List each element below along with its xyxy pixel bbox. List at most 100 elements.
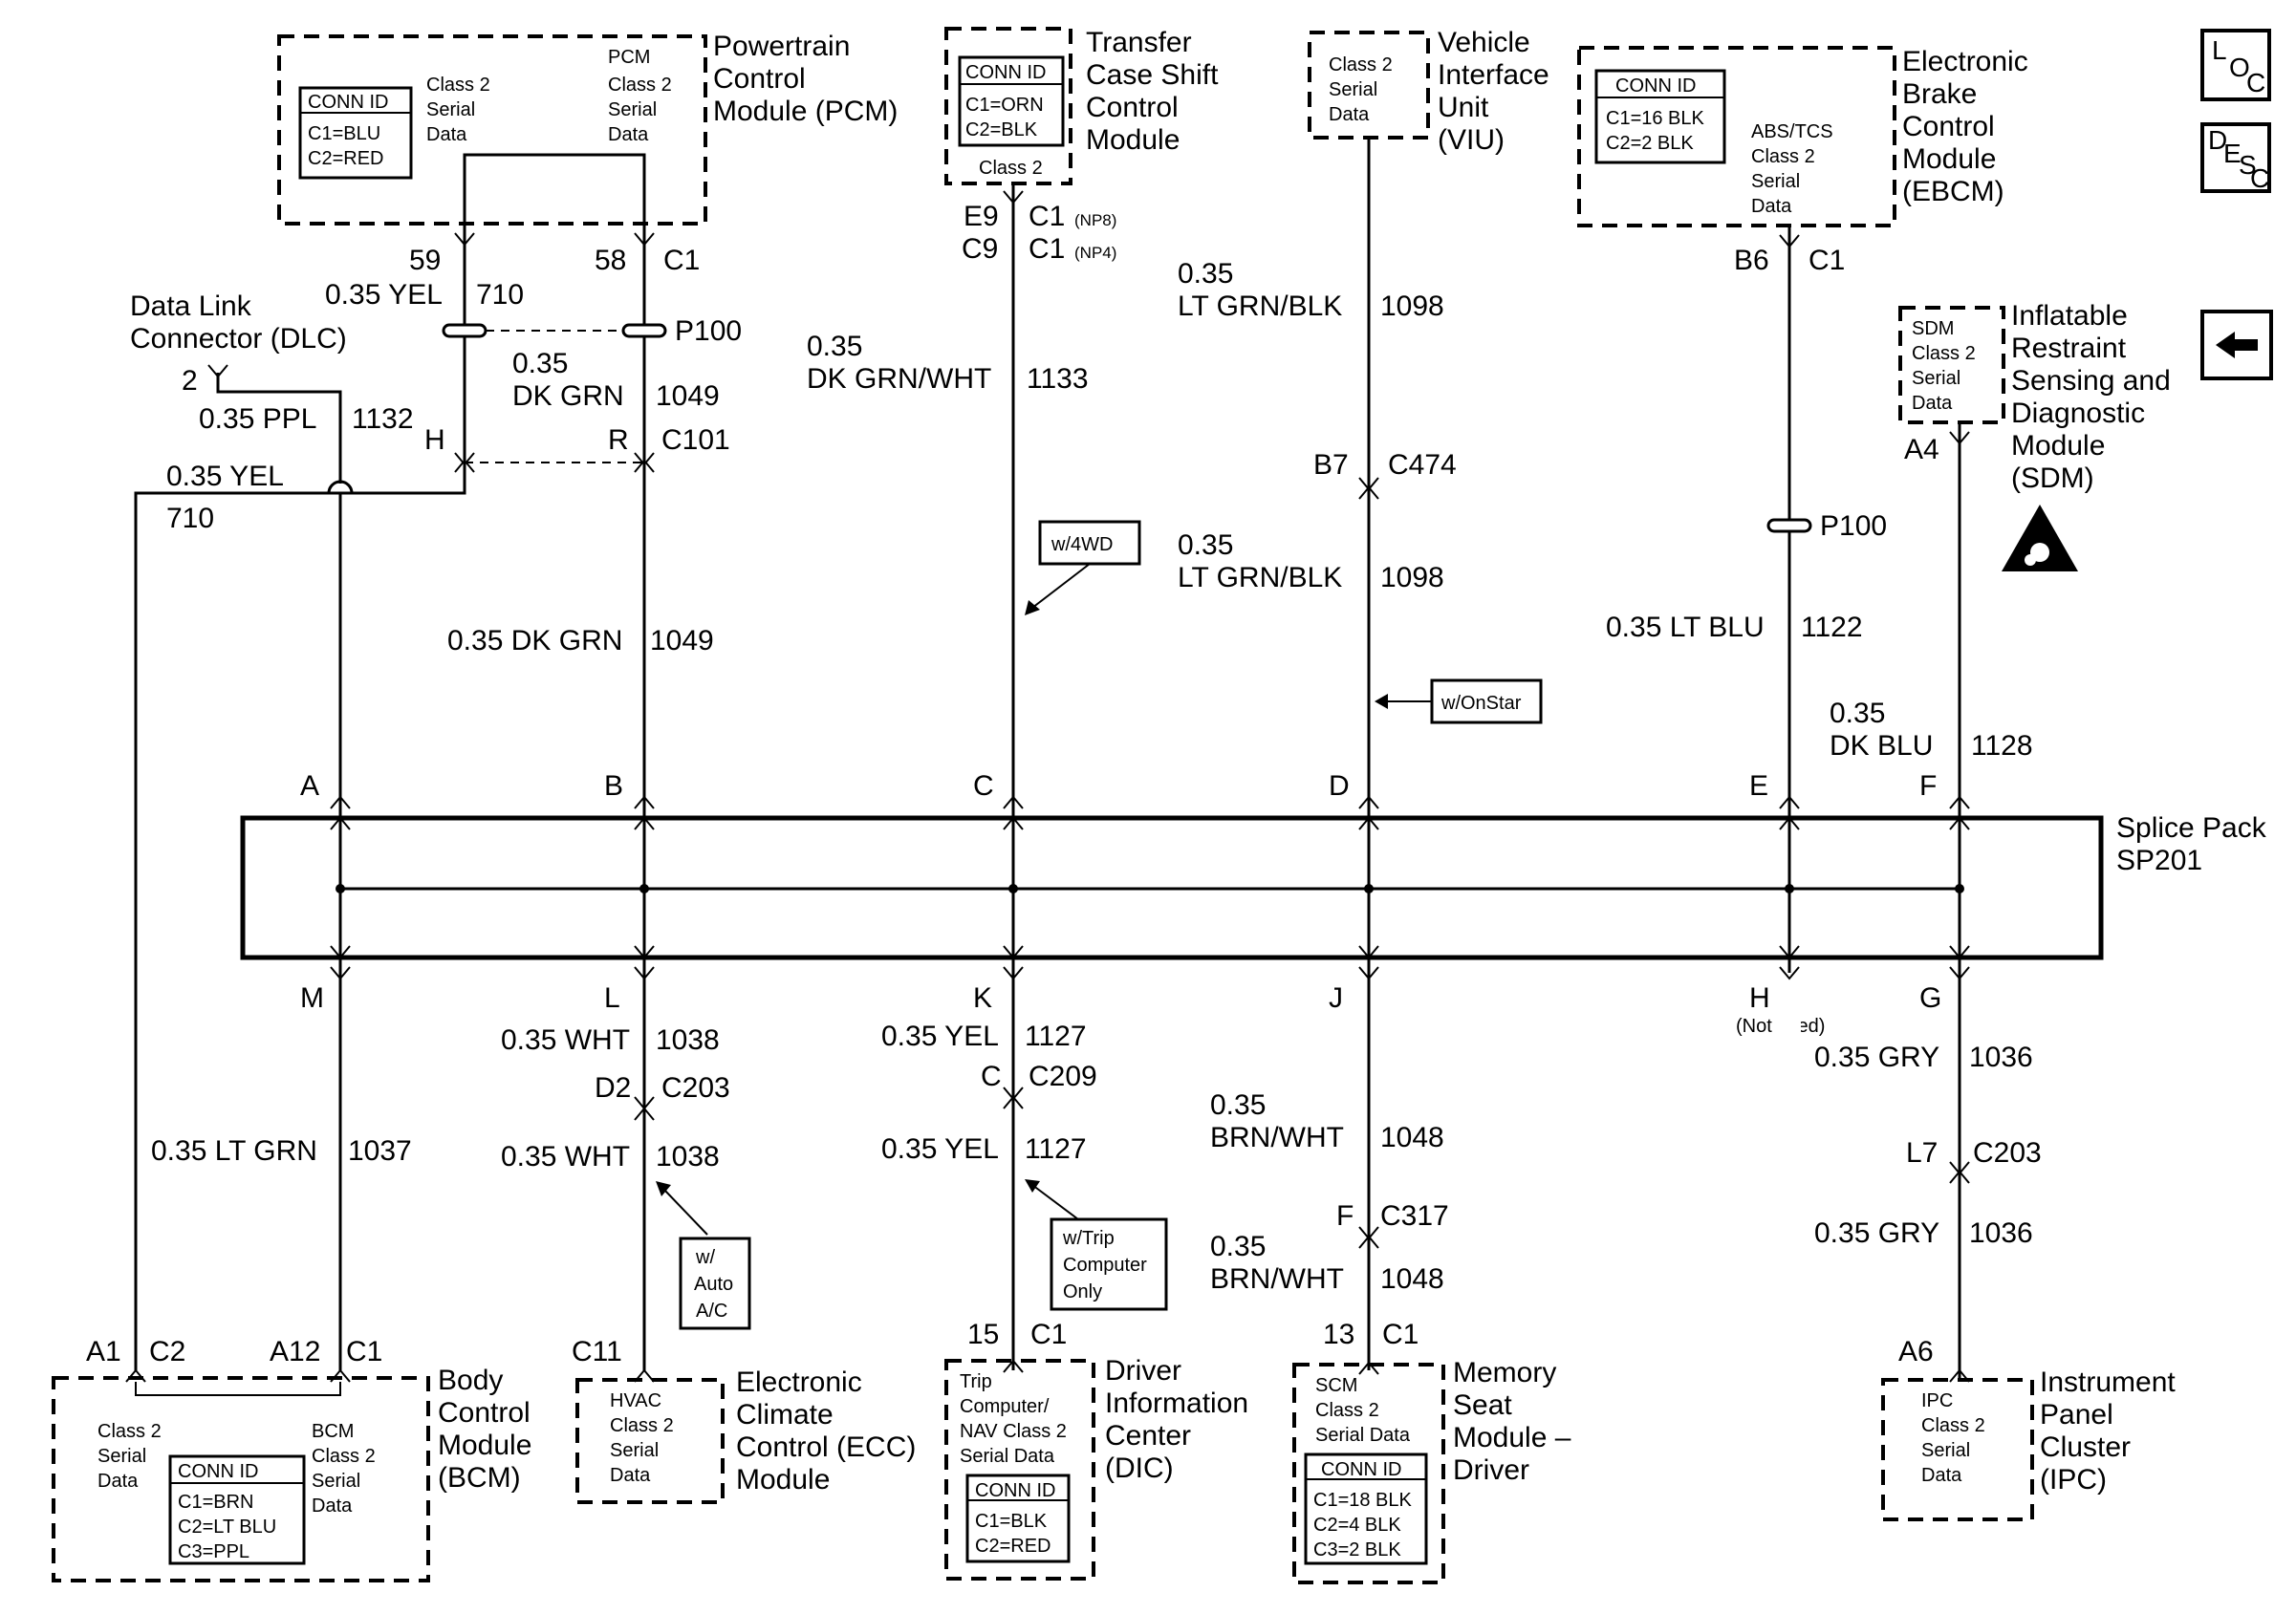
wire-035-viu-2: 0.35 — [1178, 529, 1233, 561]
dic-c1: C1 — [1030, 1319, 1067, 1350]
ebcm-conn-2: C2=2 BLK — [1606, 133, 1694, 154]
pcm-conn-2: C2=RED — [308, 148, 383, 169]
msm-name-4: Driver — [1453, 1454, 1529, 1486]
pcm-conn-1: C1=BLU — [308, 123, 380, 144]
pcm-name-1: Powertrain — [713, 31, 850, 62]
desc-icon-d: D — [2208, 125, 2227, 155]
wire-1049: 1049 — [656, 380, 720, 412]
bcm-module[interactable]: CONN ID C1=BRN C2=LT BLU C3=PPL Class 2 … — [52, 1365, 531, 1582]
conn-f: F — [1336, 1200, 1354, 1232]
wire-035-viu-1: 0.35 — [1178, 258, 1233, 290]
wire-035-yel-1: 0.35 YEL — [881, 1021, 999, 1052]
wire-1127-a: 1127 — [1025, 1021, 1087, 1052]
msm-text-1: SCM — [1315, 1375, 1357, 1396]
wire-035-dkgrn-top: 0.35 — [512, 348, 568, 379]
wire-1038-b: 1038 — [656, 1141, 720, 1173]
conn-a6: A6 — [1898, 1336, 1934, 1367]
splice-inner-chevron-bottom — [634, 945, 655, 959]
ebcm-module[interactable]: CONN ID C1=16 BLK C2=2 BLK ABS/TCS Class… — [1577, 46, 2028, 227]
msm-name-3: Module – — [1453, 1422, 1571, 1453]
sdm-text-4: Data — [1912, 393, 1953, 414]
msm-name-2: Seat — [1453, 1389, 1512, 1421]
bcm-a12: A12 — [270, 1336, 320, 1367]
viu-module[interactable]: Class 2 Serial Data Vehicle Interface Un… — [1308, 27, 1549, 156]
conn-c317: C317 — [1380, 1200, 1449, 1232]
ebcm-name-2: Brake — [1902, 78, 1977, 110]
bcm-name-2: Control — [438, 1397, 531, 1429]
splice-inner-chevron-top — [1949, 816, 1970, 830]
wire-035-gry-1: 0.35 GRY — [1814, 1042, 1939, 1073]
wire-1049-b: 1049 — [650, 625, 714, 656]
bcm-right-1: BCM — [312, 1421, 354, 1442]
ecc-module[interactable]: HVAC Class 2 Serial Data Electronic Clim… — [575, 1367, 916, 1504]
pcm-module[interactable]: CONN ID C1=BLU C2=RED Class 2 Serial Dat… — [277, 31, 898, 226]
tccm-class: Class 2 — [979, 158, 1043, 179]
conn-d2: D2 — [595, 1072, 631, 1104]
dic-name-3: Center — [1105, 1420, 1191, 1452]
tccm-np4: (NP4) — [1074, 244, 1116, 262]
option-4wd: w/4WD — [1051, 534, 1113, 555]
bcm-name-3: Module — [438, 1430, 531, 1461]
dic-text-1: Trip — [960, 1371, 992, 1392]
wire-035-gry-2: 0.35 GRY — [1814, 1217, 1939, 1249]
ebcm-wiring: B6 C1 P100 0.35 LT BLU 1122 — [1606, 226, 1887, 799]
sdm-text-1: SDM — [1912, 318, 1954, 339]
ipc-module[interactable]: IPC Class 2 Serial Data Instrument Panel… — [1881, 1367, 2176, 1521]
conn-k-c: C — [981, 1061, 1002, 1092]
ecc-name-4: Module — [736, 1464, 830, 1496]
msm-module[interactable]: SCM Class 2 Serial Data CONN ID C1=18 BL… — [1292, 1357, 1571, 1584]
wire-1048-a: 1048 — [1380, 1122, 1444, 1153]
splice-pack[interactable]: Splice Pack SP201 — [240, 812, 2267, 960]
bcm-right-2: Class 2 — [312, 1446, 376, 1467]
sdm-module[interactable]: SDM Class 2 Serial Data Inflatable Restr… — [1898, 300, 2171, 571]
dic-name-1: Driver — [1105, 1355, 1181, 1387]
tccm-conn-1: C1=ORN — [965, 95, 1044, 116]
p100-label: P100 — [675, 315, 742, 347]
wire-brnwht-1: BRN/WHT — [1210, 1122, 1344, 1153]
dic-module[interactable]: Trip Computer/ NAV Class 2 Serial Data C… — [944, 1355, 1248, 1581]
tccm-name-2: Case Shift — [1086, 59, 1219, 91]
tccm-name-1: Transfer — [1086, 27, 1192, 58]
viu-name-2: Interface — [1438, 59, 1549, 91]
splice-junction-dot — [1008, 884, 1018, 893]
dic-name-4: (DIC) — [1105, 1453, 1174, 1484]
desc-icon-e: E — [2223, 139, 2242, 168]
wire-035-ppl: 0.35 PPL — [199, 403, 316, 435]
wire-035-wht-2: 0.35 WHT — [501, 1141, 630, 1173]
option-auto-3: A/C — [696, 1301, 727, 1322]
dlc-connector[interactable]: Data Link Connector (DLC) 2 0.35 PPL 113… — [130, 291, 414, 799]
ebcm-text-3: Serial — [1751, 171, 1800, 192]
pcm-pcm-2: Class 2 — [608, 75, 672, 96]
wire-1122: 1122 — [1801, 612, 1863, 643]
pcm-pcm-3: Serial — [608, 99, 657, 120]
ipc-text-3: Serial — [1921, 1440, 1970, 1461]
sdm-name-2: Restraint — [2011, 333, 2127, 364]
conn-l7: L7 — [1906, 1137, 1938, 1169]
wire-brnwht-2: BRN/WHT — [1210, 1263, 1344, 1295]
ecc-name-2: Climate — [736, 1399, 834, 1431]
sdm-name-6: (SDM) — [2011, 463, 2094, 494]
wire-035-msm-2: 0.35 — [1210, 1231, 1266, 1262]
splice-bottom-pin-label: M — [300, 982, 324, 1014]
ipc-text-2: Class 2 — [1921, 1415, 1985, 1436]
back-arrow-icon[interactable] — [2200, 310, 2273, 380]
ebcm-name-3: Control — [1902, 111, 1995, 142]
tccm-module[interactable]: CONN ID C1=ORN C2=BLK Class 2 Transfer C… — [944, 27, 1219, 185]
dic-text-2: Computer/ — [960, 1396, 1050, 1417]
splice-junction-dot — [1955, 884, 1964, 893]
desc-icon[interactable]: D E S C — [2200, 122, 2271, 193]
splice-junction-dot — [1785, 884, 1794, 893]
conn-c203: C203 — [661, 1072, 730, 1104]
ecc-text-1: HVAC — [610, 1390, 661, 1411]
pcm-c1: C1 — [663, 245, 700, 276]
bcm-c1: C1 — [346, 1336, 382, 1367]
splice-name-2: SP201 — [2116, 845, 2202, 876]
loc-icon[interactable]: L O C — [2200, 29, 2271, 101]
bcm-conn-title: CONN ID — [178, 1461, 258, 1482]
ipc-name-4: (IPC) — [2040, 1464, 2107, 1496]
c101-label: C101 — [661, 424, 730, 456]
ipc-name-2: Panel — [2040, 1399, 2113, 1431]
splice-top-chevron — [1949, 795, 1970, 809]
conn-c11: C11 — [572, 1336, 622, 1367]
